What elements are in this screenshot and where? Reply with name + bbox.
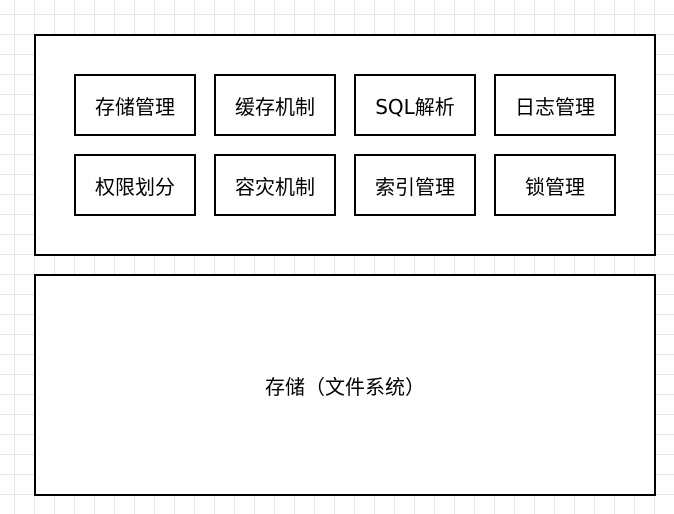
database-modules-panel: 存储管理 缓存机制 SQL解析 日志管理 权限划分 容灾机制 索引管理 锁管理 xyxy=(34,34,656,256)
module-sql-parsing: SQL解析 xyxy=(354,74,476,136)
module-disaster-recovery: 容灾机制 xyxy=(214,154,336,216)
module-cache-mechanism: 缓存机制 xyxy=(214,74,336,136)
module-log-management: 日志管理 xyxy=(494,74,616,136)
module-index-management: 索引管理 xyxy=(354,154,476,216)
module-permission-division: 权限划分 xyxy=(74,154,196,216)
storage-layer-panel: 存储（文件系统） xyxy=(34,274,656,496)
module-storage-management: 存储管理 xyxy=(74,74,196,136)
storage-layer-label: 存储（文件系统） xyxy=(265,374,425,399)
module-lock-management: 锁管理 xyxy=(494,154,616,216)
